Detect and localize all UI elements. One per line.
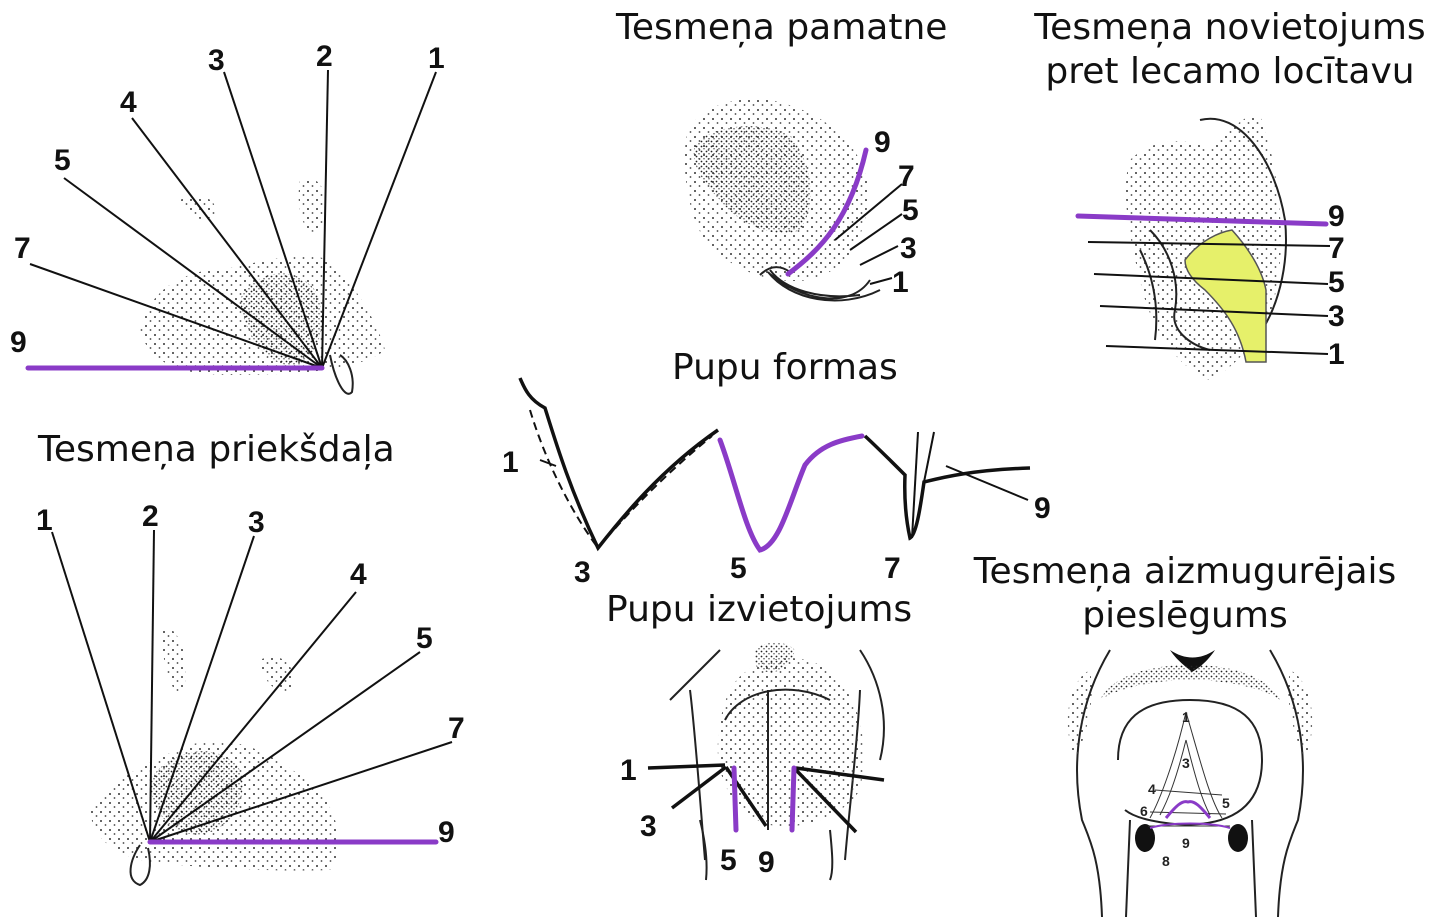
rear-attachment-diagram: 1 3 4 5 6 9 8 bbox=[1068, 650, 1312, 917]
udder-base-label-1: 1 bbox=[892, 266, 909, 299]
placement-label-7: 7 bbox=[1328, 232, 1345, 265]
teat-label-5: 5 bbox=[720, 844, 737, 877]
fan-top-label-4: 4 bbox=[120, 86, 137, 119]
rear-label-6: 6 bbox=[1140, 803, 1148, 819]
teat-shape-7-9 bbox=[865, 436, 1030, 538]
teat-label-3: 3 bbox=[640, 810, 657, 843]
fan-bottom-label-3: 3 bbox=[248, 506, 265, 539]
fan-bottom-label-7: 7 bbox=[448, 712, 465, 745]
fan-bottom-label-2: 2 bbox=[142, 500, 159, 533]
teat-label-1: 1 bbox=[620, 754, 637, 787]
udder-base-label-9: 9 bbox=[874, 126, 891, 159]
udder-base-label-3: 3 bbox=[900, 232, 917, 265]
shape-label-3: 3 bbox=[574, 556, 591, 589]
rear-label-9: 9 bbox=[1182, 835, 1190, 851]
fan-top-label-2: 2 bbox=[316, 40, 333, 73]
shape-label-5: 5 bbox=[730, 552, 747, 585]
teat-shapes-diagram: 1 3 5 7 9 bbox=[502, 378, 1051, 589]
placement-label-3: 3 bbox=[1328, 300, 1345, 333]
fan-top-label-7: 7 bbox=[14, 232, 31, 265]
shape-label-7: 7 bbox=[884, 552, 901, 585]
fan-diagram-bottom: 1 2 3 4 5 7 9 bbox=[36, 500, 465, 885]
fan-bottom-label-5: 5 bbox=[416, 622, 433, 655]
fan-bottom-label-9: 9 bbox=[438, 816, 455, 849]
rear-label-1: 1 bbox=[1182, 709, 1190, 725]
rear-label-5: 5 bbox=[1222, 795, 1230, 811]
fan-top-label-9: 9 bbox=[10, 326, 27, 359]
rear-label-4: 4 bbox=[1148, 781, 1156, 797]
placement-label-1: 1 bbox=[1328, 338, 1345, 371]
udder-base-label-7: 7 bbox=[898, 160, 915, 193]
udder-base-label-5: 5 bbox=[902, 194, 919, 227]
fan-top-label-5: 5 bbox=[54, 144, 71, 177]
fan-top-label-3: 3 bbox=[208, 44, 225, 77]
teat-left-purple bbox=[734, 768, 736, 830]
shape-label-1: 1 bbox=[502, 446, 519, 479]
fan-bottom-label-4: 4 bbox=[350, 558, 367, 591]
rear-label-3: 3 bbox=[1182, 755, 1190, 771]
placement-label-5: 5 bbox=[1328, 266, 1345, 299]
teat-right-purple bbox=[792, 768, 794, 830]
fan-bottom-label-1: 1 bbox=[36, 504, 53, 537]
fan-top-label-1: 1 bbox=[428, 42, 445, 75]
teat-shape-5 bbox=[720, 436, 862, 550]
teat-label-9: 9 bbox=[758, 846, 775, 879]
udder-placement-diagram: 9 7 5 3 1 bbox=[1078, 115, 1345, 380]
fan-diagram-top: 1 2 3 4 5 7 9 bbox=[10, 40, 445, 394]
placement-label-9: 9 bbox=[1328, 200, 1345, 233]
udder-base-diagram: 9 7 5 3 1 bbox=[685, 99, 919, 300]
teat-placement-diagram: 1 3 5 9 bbox=[620, 643, 884, 881]
shape-label-9: 9 bbox=[1034, 492, 1051, 525]
rear-label-8: 8 bbox=[1162, 853, 1170, 869]
rear-purple-arc bbox=[1166, 802, 1210, 818]
